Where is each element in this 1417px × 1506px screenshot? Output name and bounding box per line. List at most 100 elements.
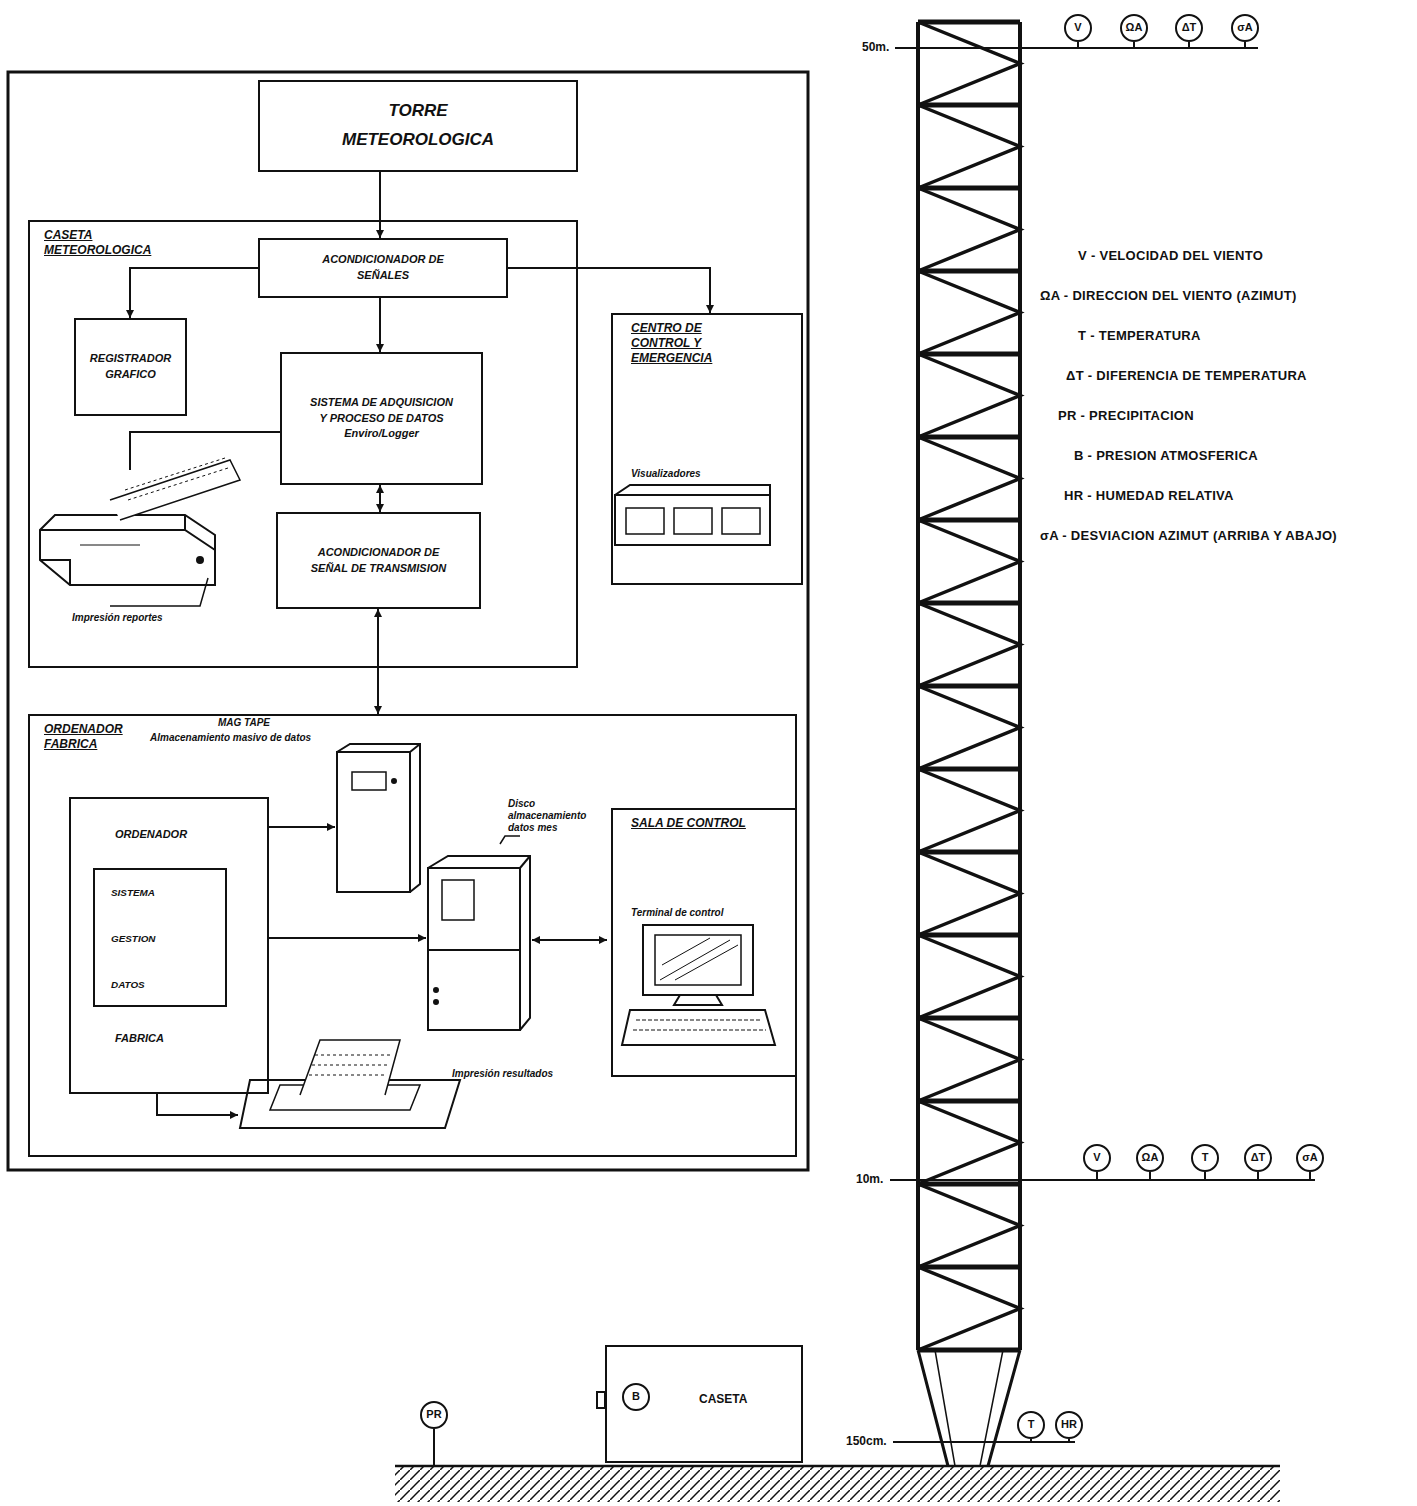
station-box: TORRE METEOROLOGICA (258, 80, 578, 172)
process-box: REGISTRADOR GRAFICO (74, 318, 187, 416)
display-unit (615, 485, 770, 545)
node-text: TORRE METEOROLOGICA (318, 97, 518, 155)
tower-member (918, 1184, 1020, 1267)
node-text: σA (1237, 20, 1252, 36)
node-text: ΔT (1182, 20, 1197, 36)
caption-label: Impresión resultados (452, 1068, 553, 1080)
control-terminal (622, 925, 775, 1045)
node-text: ORDENADOR (115, 827, 187, 843)
node-text: ΩA (1142, 1150, 1159, 1166)
disk-unit (428, 856, 530, 1030)
tower-member (918, 435, 1020, 440)
height-label: 50m. (862, 40, 889, 54)
tower-member (918, 105, 1020, 188)
tower-member (918, 767, 1020, 772)
tape-arrow (269, 826, 335, 828)
sensor-circle: V (1064, 14, 1092, 42)
control-room-box: SALA DE CONTROLTerminal de control (611, 808, 797, 1077)
node-text: V (1093, 1150, 1100, 1166)
process-box: ACONDICIONADOR DE SEÑAL DE TRANSMISION (276, 512, 481, 609)
tower-member (918, 22, 1020, 105)
results-printer (240, 1040, 460, 1128)
printer-feed-line (130, 432, 280, 470)
node-text: ΔT (1251, 1150, 1266, 1166)
node-text: CASETA METEOROLOGICA (44, 228, 184, 258)
sensor-circle: ΩA (1120, 14, 1148, 42)
node-text: T (1202, 1150, 1209, 1166)
tower-member (918, 518, 1020, 523)
caption-label: Impresión reportes (72, 612, 163, 624)
sensor-circle: B (622, 1383, 650, 1411)
tower-member (918, 601, 1020, 606)
tower-member (918, 354, 1020, 437)
legend-text: V - VELOCIDAD DEL VIENTO (1078, 248, 1263, 264)
sensor-circle: T (1191, 1144, 1219, 1172)
door (597, 1392, 605, 1408)
data-system-box: SISTEMA GESTION DATOS (93, 868, 227, 1007)
node-text: σA (1302, 1150, 1317, 1166)
sensor-circle: ΩA (1136, 1144, 1164, 1172)
node-text: V (1074, 20, 1081, 36)
node-text: ORDENADOR FABRICA (44, 722, 144, 752)
legend-text: HR - HUMEDAD RELATIVA (1064, 488, 1234, 504)
tower-member (918, 188, 1020, 271)
node-text: Enviro/Logger (344, 426, 419, 442)
sensor-circle: T (1017, 1411, 1045, 1439)
caption-label: Disco almacenamiento datos mes (508, 798, 598, 834)
tower-member (918, 186, 1020, 191)
node-text: REGISTRADOR GRAFICO (83, 351, 178, 383)
tower-member (918, 520, 1020, 603)
computer-box: ORDENADOR FABRICA ORDENADORFABRICASISTEMA… (28, 714, 797, 1157)
report-printer (40, 458, 240, 585)
tower-member (935, 1350, 1003, 1466)
tower-member (918, 1182, 1020, 1187)
tower-member (918, 1350, 1020, 1466)
node-text: CENTRO DE CONTROL Y EMERGENCIA (631, 321, 761, 366)
sensor-circle: HR (1055, 1411, 1083, 1439)
tower-member (918, 1265, 1020, 1270)
ground-hatch (395, 1466, 1280, 1502)
computer-inner-box: ORDENADORFABRICASISTEMA GESTION DATOS (69, 797, 269, 1094)
legend-text: σA - DESVIACION AZIMUT (ARRIBA Y ABAJO) (1040, 528, 1337, 544)
connector-arrow (379, 172, 381, 238)
outer-frame (8, 72, 808, 1170)
disk-arrow (269, 937, 426, 939)
process-box: ACONDICIONADOR DE SEÑALES (258, 238, 508, 298)
tower-member (918, 933, 1020, 938)
sensor-circle: ΔT (1175, 14, 1203, 42)
legend-text: T - TEMPERATURA (1078, 328, 1201, 344)
connector-arrow (379, 298, 381, 352)
process-box: SISTEMA DE ADQUISICION Y PROCESO DE DATO… (280, 352, 483, 485)
node-text: T (1028, 1417, 1035, 1433)
legend-text: B - PRESION ATMOSFERICA (1074, 448, 1258, 464)
node-text: CASETA (699, 1391, 747, 1408)
sensor-circle: PR (420, 1401, 448, 1429)
leader-line (110, 578, 208, 606)
sensor-arm (890, 42, 1315, 1442)
sensor-stem (433, 1429, 435, 1466)
node-text: PR (426, 1407, 441, 1423)
height-label: 10m. (856, 1172, 883, 1186)
tower-member (918, 269, 1020, 274)
tower-member (918, 852, 1020, 935)
shelter-box: CASETA B (605, 1345, 803, 1463)
node-text: HR (1061, 1417, 1077, 1433)
printer-arrow (157, 1094, 238, 1115)
tower-member (918, 20, 1020, 25)
node-text: ΩA (1126, 20, 1143, 36)
housing-box: CASETA METEOROLOGICA ACONDICIONADOR DE SE… (28, 220, 578, 668)
connector-arrow (377, 609, 379, 714)
sensor-circle: σA (1231, 14, 1259, 42)
tower-member (918, 850, 1020, 855)
node-text: ACONDICIONADOR DE SEÑALES (303, 252, 463, 284)
legend-text: ΩA - DIRECCION DEL VIENTO (AZIMUT) (1040, 288, 1297, 304)
tower-member (918, 686, 1020, 769)
control-center-box: CENTRO DE CONTROL Y EMERGENCIAVisualizad… (611, 313, 803, 585)
ground-line (395, 1465, 1280, 1468)
tower-member (918, 1348, 1020, 1353)
caption-label: MAG TAPE (218, 717, 270, 729)
connector-arrow (379, 485, 381, 512)
node-text: SISTEMA GESTION DATOS (111, 870, 191, 1008)
